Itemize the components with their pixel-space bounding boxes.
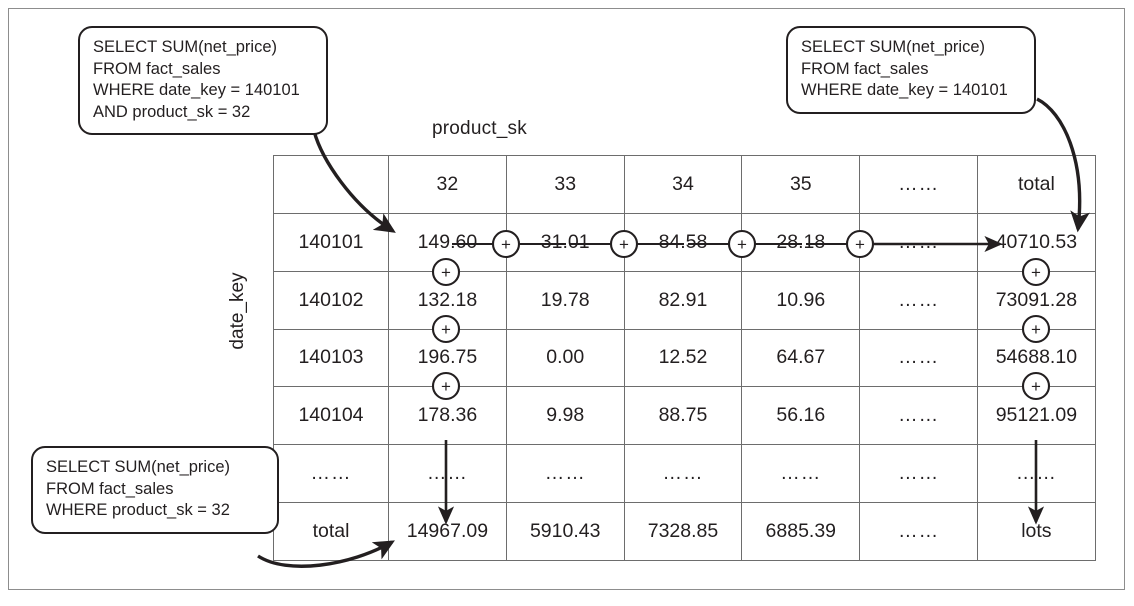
row-axis-label: date_key	[227, 272, 248, 350]
matrix-column-header: ……	[859, 155, 978, 214]
matrix-cell: 40710.53	[976, 212, 1096, 272]
matrix-column-header: 34	[623, 155, 743, 214]
column-axis-label: product_sk	[432, 118, 527, 139]
matrix-cell: 56.16	[741, 386, 861, 446]
matrix-cell: ……	[623, 444, 743, 504]
matrix-cell: ……	[976, 444, 1096, 504]
matrix-cell: ……	[859, 270, 978, 330]
matrix-corner-cell	[273, 155, 389, 214]
matrix-cell: 132.18	[388, 270, 507, 330]
matrix-cell: ……	[859, 502, 978, 561]
matrix-cell: ……	[859, 212, 978, 272]
matrix-cell: 178.36	[388, 386, 507, 446]
matrix-cell: 28.18	[741, 212, 861, 272]
matrix-cell: ……	[741, 444, 861, 504]
matrix-cell: 82.91	[623, 270, 743, 330]
matrix-cell: 73091.28	[976, 270, 1096, 330]
matrix-cell: 5910.43	[505, 502, 625, 561]
callout-sql-column-total: SELECT SUM(net_price) FROM fact_sales WH…	[31, 446, 279, 534]
matrix-row-header: 140101	[273, 212, 389, 272]
matrix-cell: lots	[976, 502, 1096, 561]
matrix-row-header: 140103	[273, 328, 389, 388]
matrix-column-header: 35	[741, 155, 861, 214]
matrix-row-header: ……	[273, 444, 389, 504]
matrix-cell: 0.00	[505, 328, 625, 388]
matrix-column-header: total	[976, 155, 1096, 214]
matrix-column-header: 33	[505, 155, 625, 214]
callout-sql-row-total: SELECT SUM(net_price) FROM fact_sales WH…	[786, 26, 1036, 114]
matrix-cell: 10.96	[741, 270, 861, 330]
matrix-cell: 6885.39	[741, 502, 861, 561]
matrix-row-header: total	[273, 502, 389, 561]
matrix-cell: ……	[505, 444, 625, 504]
matrix-column-header: 32	[388, 155, 507, 214]
matrix-cell: 88.75	[623, 386, 743, 446]
matrix-cell: 196.75	[388, 328, 507, 388]
matrix-cell: ……	[859, 444, 978, 504]
matrix-cell: 7328.85	[623, 502, 743, 561]
matrix-cell: 149.60	[388, 212, 507, 272]
matrix-cell: 12.52	[623, 328, 743, 388]
matrix-row: ……………………………………	[273, 444, 1096, 504]
matrix-cell: 84.58	[623, 212, 743, 272]
matrix-cell: ……	[859, 386, 978, 446]
matrix-cell: 31.01	[505, 212, 625, 272]
matrix-cell: ……	[859, 328, 978, 388]
matrix-cell: 95121.09	[976, 386, 1096, 446]
matrix-row-header: 140102	[273, 270, 389, 330]
matrix-cell: 9.98	[505, 386, 625, 446]
matrix-cell: 64.67	[741, 328, 861, 388]
matrix-cell: 14967.09	[388, 502, 507, 561]
matrix-cell: 19.78	[505, 270, 625, 330]
callout-sql-cell: SELECT SUM(net_price) FROM fact_sales WH…	[78, 26, 328, 135]
matrix-row-header: 140104	[273, 386, 389, 446]
matrix-cell: ……	[388, 444, 507, 504]
matrix-cell: 54688.10	[976, 328, 1096, 388]
